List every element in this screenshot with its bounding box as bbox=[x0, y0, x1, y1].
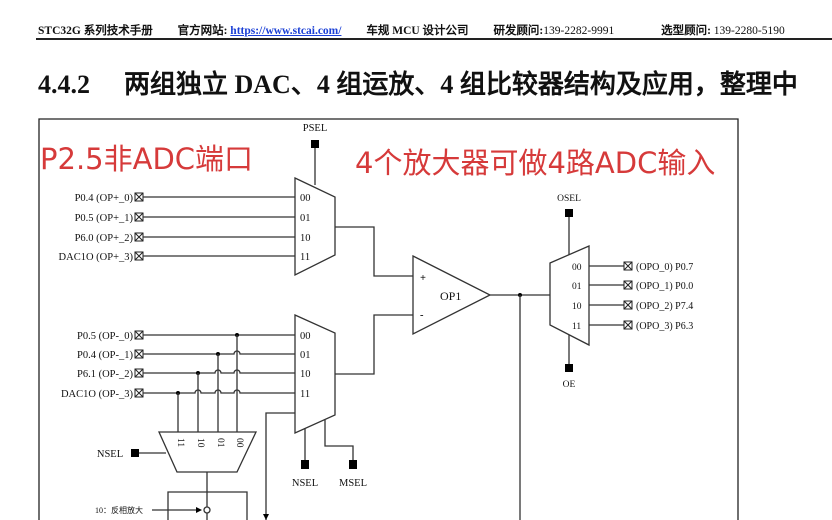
pin-cross-icon bbox=[134, 232, 144, 242]
neg-input-wire bbox=[143, 350, 295, 355]
pin-cross-icon bbox=[134, 368, 144, 378]
neg-input-label: P6.1 (OP-_2) bbox=[77, 369, 134, 380]
msel-label: MSEL bbox=[339, 478, 367, 489]
output-mux-code: 11 bbox=[572, 322, 581, 332]
neg-input-label: P0.4 (OP-_1) bbox=[77, 350, 134, 361]
annotation-right: 4个放大器可做4路ADC输入 bbox=[355, 146, 716, 180]
pin-cross-icon bbox=[623, 280, 633, 290]
nsel-code: 00 bbox=[234, 438, 244, 448]
inverting-amp-label: 10：反相放大 bbox=[95, 505, 143, 515]
pos-input-label: DAC1O (OP+_3) bbox=[59, 252, 134, 263]
output-pin-label: (OPO_3) P6.3 bbox=[636, 321, 693, 332]
output-mux-code: 10 bbox=[572, 302, 582, 312]
nsel-code: 01 bbox=[215, 438, 225, 448]
osel-label: OSEL bbox=[557, 194, 581, 204]
diagram-frame bbox=[38, 118, 739, 520]
mux-code: 01 bbox=[300, 213, 311, 224]
mux-code: 00 bbox=[300, 193, 311, 204]
pos-input-label: P0.5 (OP+_1) bbox=[75, 213, 134, 224]
mux-code: 10 bbox=[300, 233, 311, 244]
neg-input-label: P0.5 (OP-_0) bbox=[77, 331, 134, 342]
pin-cross-icon bbox=[134, 349, 144, 359]
sel-label: 选型顾问: bbox=[661, 25, 711, 37]
section-title-text: 两组独立 DAC、4 组运放、4 组比较器结构及应用，整理中 bbox=[124, 70, 798, 99]
output-pin-label: (OPO_1) P0.0 bbox=[636, 281, 693, 292]
header-series: STC32G 系列技术手册 bbox=[38, 25, 153, 37]
neg-input-wire bbox=[143, 369, 295, 374]
output-pin-label: (OPO_0) P0.7 bbox=[636, 262, 693, 273]
section-title: 4.4.2 两组独立 DAC、4 组运放、4 组比较器结构及应用，整理中 bbox=[38, 64, 798, 101]
op1-label: OP1 bbox=[440, 289, 461, 303]
page-header: STC32G 系列技术手册 官方网站: https://www.stcai.co… bbox=[38, 22, 829, 38]
mux-code: 11 bbox=[300, 252, 310, 263]
sel-phone: 139-2280-5190 bbox=[713, 25, 785, 37]
pin-cross-icon bbox=[134, 330, 144, 340]
pos-input-label: P0.4 (OP+_0) bbox=[75, 193, 134, 204]
site-link[interactable]: https://www.stcai.com/ bbox=[230, 25, 342, 37]
annotation-left: P2.5非ADC端口 bbox=[40, 142, 254, 176]
mux-code: 00 bbox=[300, 331, 311, 342]
pin-cross-icon bbox=[623, 320, 633, 330]
pin-cross-icon bbox=[623, 300, 633, 310]
neg-mux bbox=[294, 313, 336, 435]
neg-input-label: DAC1O (OP-_3) bbox=[61, 389, 134, 400]
rd-label: 研发顾问: bbox=[493, 25, 544, 37]
output-mux bbox=[549, 245, 590, 347]
pos-mux bbox=[294, 176, 336, 277]
nsel-bottom-label: NSEL bbox=[292, 478, 318, 489]
pos-input-label: P6.0 (OP+_2) bbox=[75, 233, 134, 244]
pin-cross-icon bbox=[134, 212, 144, 222]
output-mux-code: 01 bbox=[572, 282, 582, 292]
header-site-label: 官方网站: bbox=[177, 25, 228, 37]
plus-sign: + bbox=[420, 273, 426, 284]
pin-cross-icon bbox=[134, 251, 144, 261]
mux-code: 11 bbox=[300, 389, 310, 400]
output-pin-label: (OPO_2) P7.4 bbox=[636, 301, 693, 312]
header-company: 车规 MCU 设计公司 bbox=[366, 25, 469, 37]
oe-label: OE bbox=[563, 380, 576, 390]
feedback-network-box bbox=[167, 491, 248, 520]
minus-sign: - bbox=[420, 310, 424, 321]
header-rule bbox=[36, 38, 832, 40]
nsel-code: 11 bbox=[175, 438, 185, 447]
psel-label: PSEL bbox=[303, 123, 328, 134]
op1-amplifier bbox=[412, 254, 492, 336]
rd-phone: 139-2282-9991 bbox=[543, 25, 615, 37]
psel-pin bbox=[311, 140, 319, 148]
section-number: 4.4.2 bbox=[38, 70, 90, 99]
nsel-code: 10 bbox=[195, 438, 205, 448]
nsel-left-label: NSEL bbox=[97, 449, 123, 460]
neg-input-wire bbox=[143, 389, 295, 394]
mux-code: 10 bbox=[300, 369, 311, 380]
pin-cross-icon bbox=[134, 388, 144, 398]
mux-code: 01 bbox=[300, 350, 311, 361]
nsel-mux bbox=[157, 431, 258, 473]
pin-cross-icon bbox=[623, 261, 633, 271]
output-mux-code: 00 bbox=[572, 263, 582, 273]
pin-cross-icon bbox=[134, 192, 144, 202]
